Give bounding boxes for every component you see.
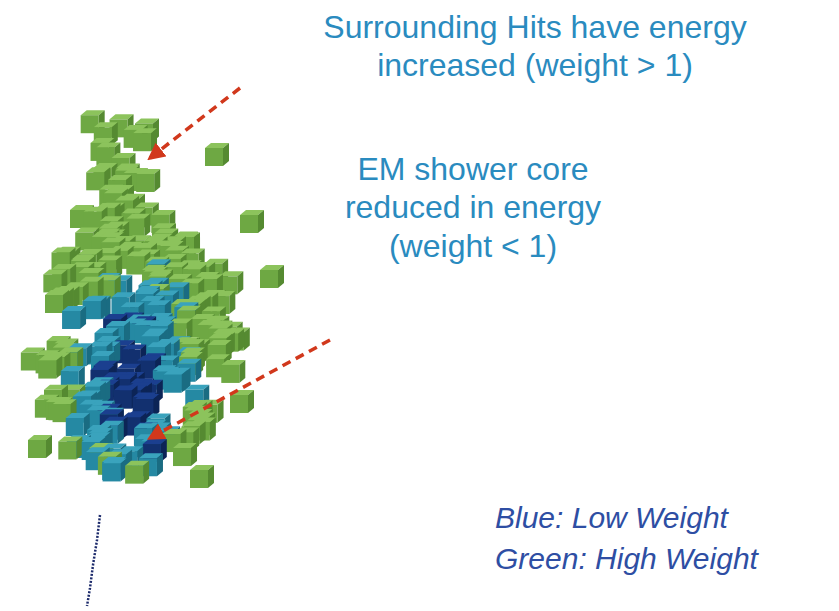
hit-cube <box>133 128 157 151</box>
hit-cube <box>260 265 284 288</box>
hit-cube <box>205 143 229 166</box>
annotation-text: Surrounding Hits have energy increased (… <box>262 8 808 85</box>
hit-cube <box>163 370 187 393</box>
legend-note: Blue: Low Weight <box>495 500 825 536</box>
hit-cube <box>240 210 264 233</box>
hit-cube <box>66 413 90 436</box>
hit-cube <box>62 306 86 329</box>
leader-arrow <box>150 88 240 158</box>
hit-cube <box>103 458 127 481</box>
hit-cube <box>190 465 214 488</box>
hit-cube <box>52 247 76 270</box>
hit-cube <box>173 443 197 466</box>
leader-arrow <box>150 340 330 438</box>
calorimeter-hits <box>21 110 284 488</box>
particle-track <box>87 515 100 606</box>
hit-cube <box>58 436 82 459</box>
hit-cube <box>83 296 107 319</box>
hit-cube <box>28 435 52 458</box>
hit-cube <box>126 214 150 237</box>
hit-cube <box>125 461 149 484</box>
hit-cube <box>38 356 62 379</box>
annotation-text: EM shower core reduced in energy (weight… <box>318 150 628 265</box>
hit-cube <box>221 360 245 383</box>
hit-cube <box>136 169 160 192</box>
legend-note: Green: High Weight <box>495 541 825 577</box>
